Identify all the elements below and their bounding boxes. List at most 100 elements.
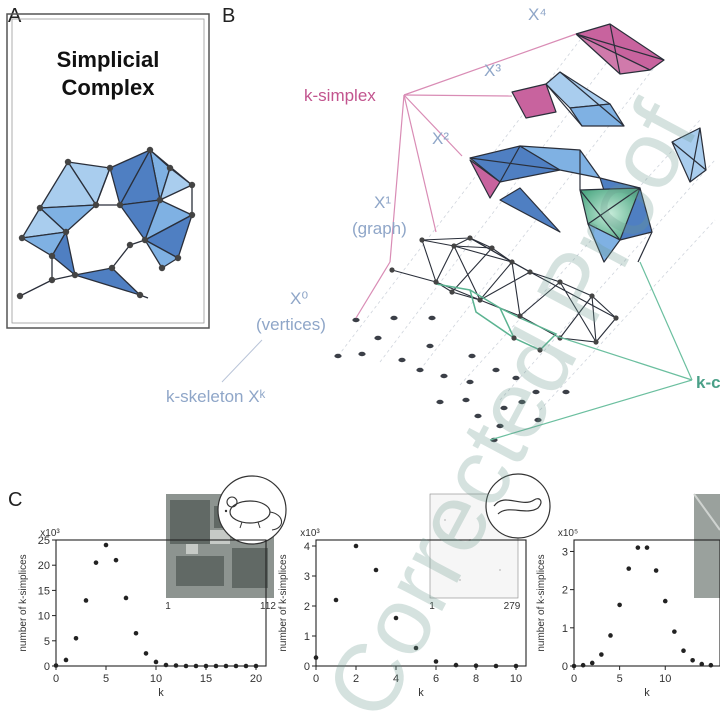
k-skeleton-pointer — [221, 339, 263, 383]
label-x0: X⁰ — [290, 289, 308, 308]
panel-b-letter: B — [222, 5, 235, 27]
data-point — [193, 663, 199, 669]
data-point — [690, 657, 695, 663]
x-tick-label: 10 — [510, 673, 522, 685]
data-point — [699, 661, 705, 667]
data-point — [133, 630, 139, 636]
data-point — [353, 543, 359, 549]
data-point — [83, 598, 89, 603]
data-point — [233, 663, 239, 669]
data-point — [243, 663, 249, 669]
panel-c: C — [8, 473, 720, 699]
data-point — [103, 542, 109, 548]
data-point — [393, 615, 399, 621]
data-point — [708, 662, 714, 668]
y-tick-label: 5 — [44, 636, 50, 648]
x-axis-label: k — [158, 687, 164, 699]
data-point — [433, 659, 439, 664]
y-axis-label: number of k-simplices — [278, 554, 289, 651]
data-point — [493, 663, 499, 669]
layer-x3 — [511, 71, 707, 183]
data-point — [73, 635, 79, 641]
label-x1: X¹ — [374, 193, 391, 212]
x-tick-label: 8 — [473, 673, 479, 685]
panel-b: B — [166, 5, 720, 443]
data-point — [153, 659, 159, 665]
label-x4: X⁴ — [528, 5, 547, 24]
data-point — [63, 657, 69, 663]
data-point — [513, 663, 519, 669]
layer-x4 — [575, 23, 665, 75]
y-tick-label: 0 — [304, 661, 310, 673]
label-x3: X³ — [484, 61, 501, 80]
label-x0-sub: (vertices) — [256, 315, 326, 334]
inset-tick-end: 112 — [260, 601, 276, 612]
data-point — [453, 662, 459, 668]
x-tick-label: 10 — [150, 673, 162, 685]
label-k-simplex: k-simplex — [304, 86, 376, 105]
data-point — [313, 655, 319, 660]
data-point — [253, 663, 259, 669]
data-point — [608, 633, 613, 638]
data-point — [571, 663, 577, 669]
y-tick-label: 2 — [304, 601, 310, 613]
mouse-icon — [217, 475, 287, 545]
watermark-text: Corrected Proof — [305, 86, 718, 720]
y-tick-label: 25 — [38, 535, 50, 547]
y-multiplier-label: x10⁵ — [558, 528, 578, 539]
inset-tick-start: 1 — [429, 601, 435, 612]
x-tick-label: 4 — [393, 673, 399, 685]
panel-a-inner-frame — [11, 18, 205, 324]
data-point — [163, 662, 169, 668]
y-tick-label: 0 — [44, 661, 50, 673]
data-point — [662, 598, 668, 604]
data-point — [143, 651, 149, 656]
y-tick-label: 3 — [304, 571, 310, 583]
x-tick-label: 2 — [353, 673, 359, 685]
layer-x2 — [469, 145, 653, 263]
x-tick-label: 20 — [250, 673, 262, 685]
plot-frame — [55, 539, 267, 667]
inset-matrix-3 — [693, 493, 720, 598]
simplicial-complex-illustration — [16, 146, 196, 300]
data-point — [473, 663, 479, 668]
y-tick-label: 1 — [304, 631, 310, 643]
y-tick-label: 15 — [38, 585, 50, 597]
panel-a-letter: A — [8, 5, 22, 27]
data-point — [635, 545, 641, 550]
x-tick-label: 0 — [53, 673, 59, 685]
data-point — [413, 645, 419, 651]
data-point — [213, 663, 219, 669]
data-point — [672, 629, 677, 634]
x-tick-label: 0 — [313, 673, 319, 685]
data-point — [93, 560, 99, 565]
panel-a-frame — [6, 13, 210, 329]
layer-x1-graph — [389, 235, 619, 353]
y-tick-label: 1 — [562, 623, 568, 635]
y-tick-label: 4 — [304, 541, 310, 553]
y-multiplier-label: x10³ — [40, 528, 60, 539]
data-point — [123, 595, 129, 601]
label-k-cut: k-c — [696, 373, 720, 392]
chart-worm: 0 1 2 3 4 0 2 4 6 8 10 k number of k-simplices x10³ 1 2… — [278, 528, 527, 699]
panel-c-letter: C — [8, 489, 22, 511]
inset-tick-end: 279 — [504, 601, 521, 612]
y-axis-label: number of k-simplices — [536, 554, 547, 651]
y-multiplier-label: x10³ — [300, 528, 320, 539]
data-point — [681, 648, 686, 654]
panel-a: A Simplicial Complex — [6, 5, 210, 329]
data-point — [173, 663, 179, 668]
x-tick-label: 5 — [103, 673, 109, 685]
panel-a-title-line2: Complex — [62, 75, 156, 100]
y-tick-label: 2 — [562, 585, 568, 597]
y-tick-label: 0 — [562, 661, 568, 673]
x-axis-label: k — [418, 687, 424, 699]
data-point — [599, 652, 604, 657]
data-point — [580, 662, 586, 668]
x-tick-label: 6 — [433, 673, 439, 685]
panel-a-title-line1: Simplicial — [57, 47, 160, 72]
y-tick-label: 3 — [562, 546, 568, 558]
data-point — [203, 663, 209, 669]
data-point — [617, 602, 622, 608]
